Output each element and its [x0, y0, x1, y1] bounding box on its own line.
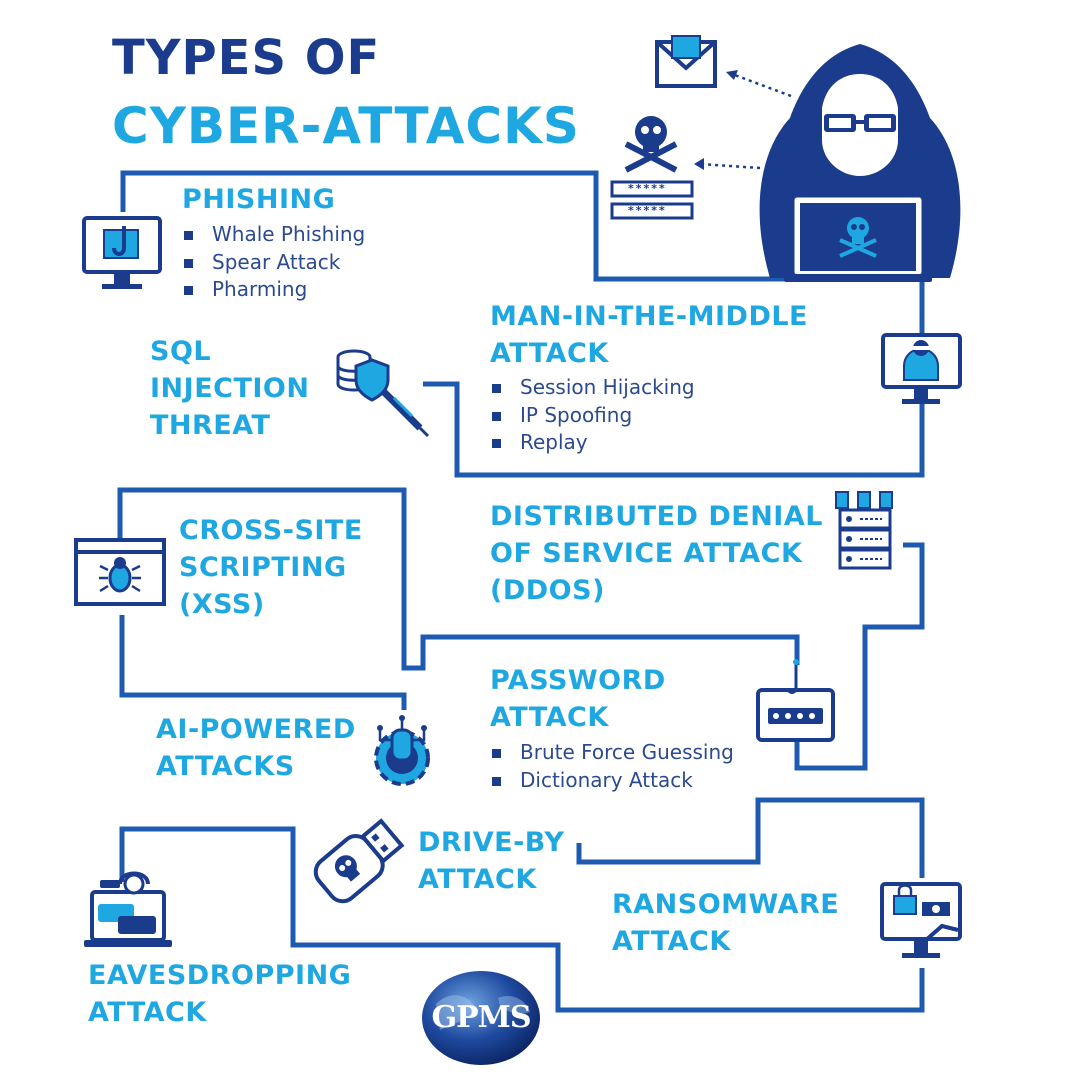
ddos-heading: DISTRIBUTED DENIAL OF SERVICE ATTACK (DD…	[490, 501, 823, 606]
locked-monitor-icon	[880, 882, 962, 958]
path-line-3	[119, 615, 407, 710]
server-rack-icon	[835, 491, 893, 570]
mitm-list: Session Hijacking IP Spoofing Replay	[490, 374, 695, 457]
password-mask-2: *****	[628, 204, 667, 217]
phishing-list: Whale Phishing Spear Attack Pharming	[182, 221, 365, 304]
password-heading: PASSWORD ATTACK	[490, 665, 666, 733]
page-title-line1: TYPES OF	[112, 30, 381, 86]
skull-crossbones-icon	[624, 116, 678, 173]
list-item: Session Hijacking	[490, 374, 695, 402]
mail-icon	[655, 35, 717, 88]
password-bars-icon	[610, 180, 694, 220]
mitm-heading: MAN-IN-THE-MIDDLE ATTACK	[490, 301, 808, 369]
eavesdropping-heading: EAVESDROPPING ATTACK	[88, 960, 352, 1028]
dotted-arrow-skull	[699, 162, 761, 170]
laptop-chat-icon	[84, 871, 172, 947]
sql-heading: SQL INJECTION THREAT	[150, 336, 310, 441]
database-syringe-icon	[336, 349, 430, 438]
xss-heading: CROSS-SITE SCRIPTING (XSS)	[179, 515, 363, 620]
usb-skull-icon	[313, 818, 405, 904]
phishing-heading: PHISHING	[182, 184, 336, 215]
dotted-arrow-mail	[731, 72, 792, 98]
list-item: Spear Attack	[182, 249, 365, 277]
path-line-5	[119, 826, 925, 1013]
ransomware-heading: RANSOMWARE ATTACK	[612, 889, 840, 957]
list-item: Whale Phishing	[182, 221, 365, 249]
list-item: Pharming	[182, 276, 365, 304]
password-mask-1: *****	[628, 182, 667, 195]
path-line-4	[794, 542, 925, 771]
list-item: IP Spoofing	[490, 402, 695, 430]
list-item: Replay	[490, 429, 695, 457]
hooded-hacker-icon	[759, 44, 961, 282]
list-item: Dictionary Attack	[490, 767, 734, 795]
path-line-6	[576, 797, 925, 878]
browser-bug-icon	[74, 538, 166, 606]
phishing-monitor-icon	[82, 216, 162, 289]
path-line-2	[117, 487, 800, 671]
robot-gear-icon	[374, 715, 430, 786]
list-item: Brute Force Guessing	[490, 739, 734, 767]
password-hook-icon	[756, 659, 835, 742]
password-list: Brute Force Guessing Dictionary Attack	[490, 739, 734, 794]
driveby-heading: DRIVE-BY ATTACK	[418, 827, 565, 895]
ai-heading: AI-POWERED ATTACKS	[156, 714, 356, 782]
hacker-monitor-icon	[881, 333, 962, 404]
page-title-line2: CYBER-ATTACKS	[112, 97, 580, 155]
gpms-logo	[422, 971, 540, 1065]
logo-text: GPMS	[431, 1000, 531, 1035]
